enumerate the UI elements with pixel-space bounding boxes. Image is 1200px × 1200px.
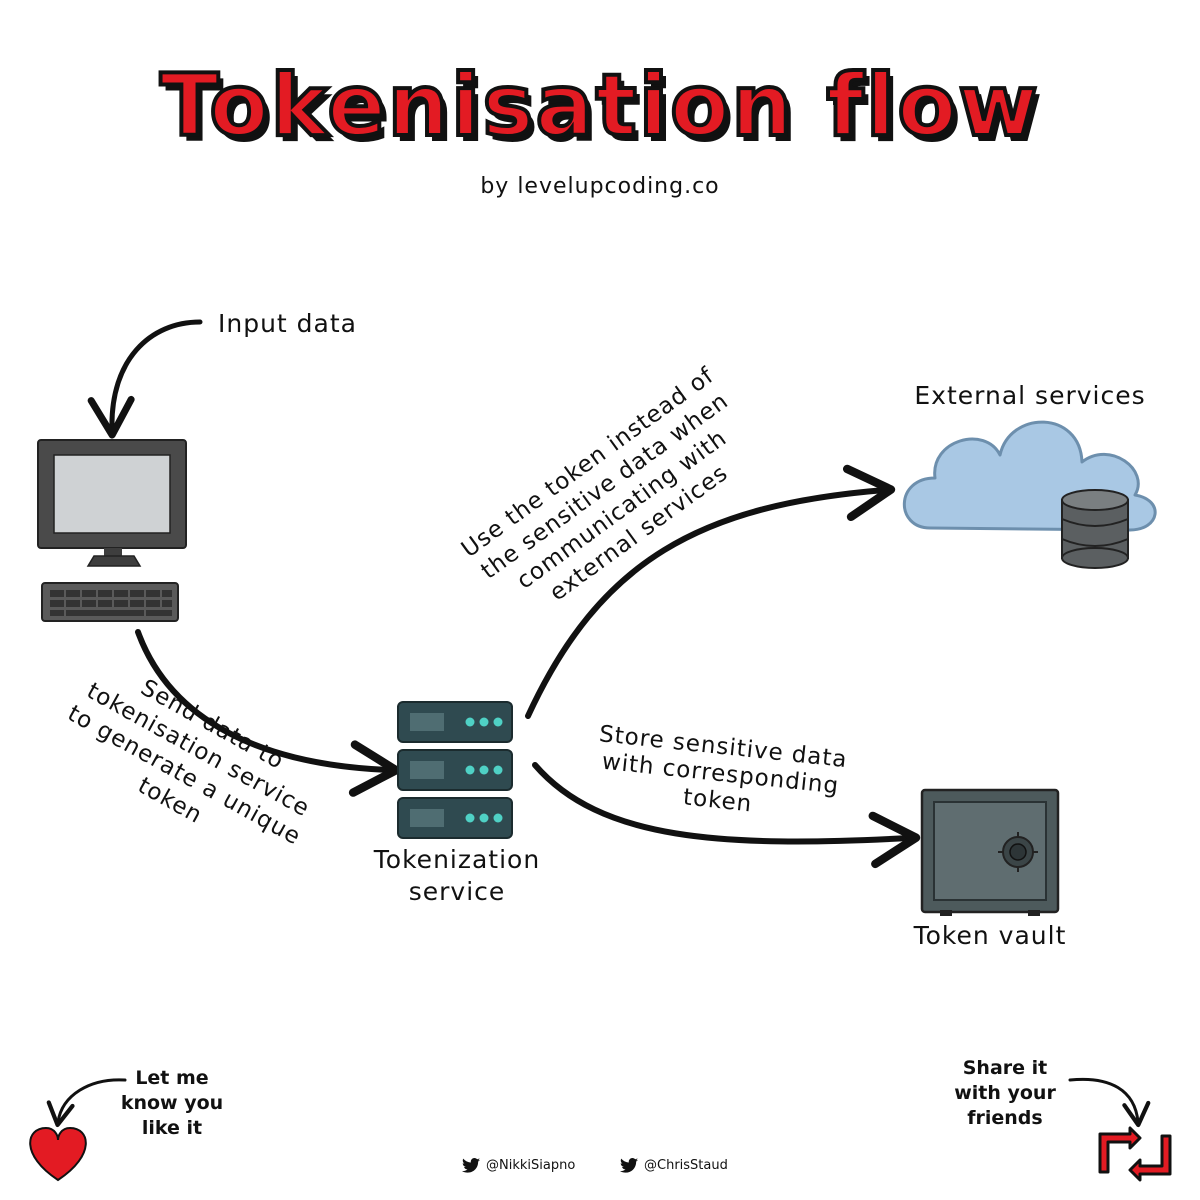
diagram-title: Tokenisation flow xyxy=(158,54,1040,158)
tokenization-service-label: Tokenization service xyxy=(373,845,541,906)
twitter-icon xyxy=(620,1158,638,1173)
author-handle-2[interactable]: @ChrisStaud xyxy=(620,1158,728,1173)
retweet-icon xyxy=(1098,1126,1172,1182)
diagram-subtitle: by levelupcoding.co xyxy=(480,174,720,199)
heart-icon xyxy=(29,1126,87,1182)
database-icon xyxy=(1061,489,1129,569)
twitter-icon xyxy=(462,1158,480,1173)
share-callout: Share it with your friends xyxy=(954,1057,1056,1129)
server-icon xyxy=(397,701,513,839)
send-data-arrow xyxy=(135,629,401,797)
safe-icon xyxy=(920,788,1060,916)
share-arrow xyxy=(1068,1077,1151,1128)
token-vault-label: Token vault xyxy=(913,921,1067,950)
input-data-label: Input data xyxy=(218,309,357,338)
store-data-arrow xyxy=(532,762,921,869)
like-arrow xyxy=(46,1078,127,1128)
external-services-label: External services xyxy=(914,381,1146,410)
like-callout: Let me know you like it xyxy=(120,1067,224,1139)
computer-icon xyxy=(37,439,187,622)
author-handle-1[interactable]: @NikkiSiapno xyxy=(462,1158,575,1173)
input-arrow xyxy=(87,319,203,439)
use-token-arrow xyxy=(525,464,896,719)
